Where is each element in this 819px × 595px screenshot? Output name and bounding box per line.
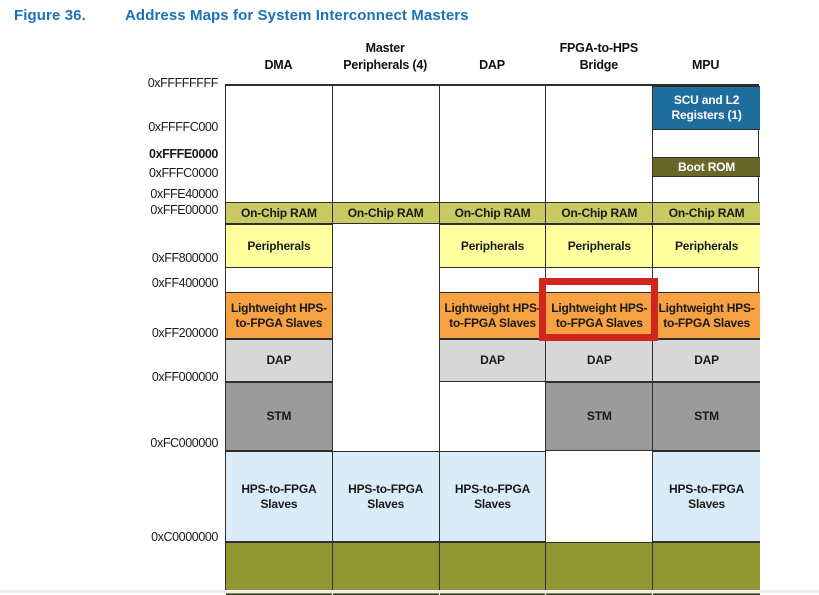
figure-number: Figure 36.	[14, 7, 86, 24]
cell-dma-lightweight-hps-to-fpga-slaves: Lightweight HPS- to-FPGA Slaves	[226, 292, 332, 339]
cell-mpu-on-chip-ram: On-Chip RAM	[653, 202, 760, 224]
cell-dma-on-chip-ram: On-Chip RAM	[226, 202, 332, 224]
cell-mpu-hps-to-fpga-slaves: HPS-to-FPGA Slaves	[653, 451, 760, 542]
cell-fpga-to-hps-bridge-stm: STM	[546, 382, 653, 451]
address-label-0xc0000000: 0xC0000000	[151, 530, 218, 544]
cell-dma-sdram-region	[226, 542, 332, 595]
address-label-0xffffc000: 0xFFFFC000	[148, 120, 218, 134]
cell-mpu-dap: DAP	[653, 339, 760, 382]
address-labels: 0xFFFFFFFF 0xFFFFC000 0xFFFE0000 0xFFFC0000…	[0, 0, 219, 593]
cell-master-peripherals-hps-to-fpga-slaves: HPS-to-FPGA Slaves	[332, 451, 439, 542]
cell-fpga-to-hps-bridge-lightweight-hps-to-fpga-slaves: Lightweight HPS- to-FPGA Slaves	[546, 292, 653, 339]
cell-dap-sdram-region	[439, 542, 546, 595]
address-label-0xff200000: 0xFF200000	[151, 326, 219, 340]
map-column-mpu: SCU and L2 Registers (1) Boot ROM On-Chip …	[653, 86, 760, 595]
cell-mpu-boot-rom: Boot ROM	[653, 157, 760, 177]
address-label-0xfffe0000: 0xFFFE0000	[149, 147, 218, 161]
figure-title: Figure 36. Address Maps for System Interc…	[14, 7, 469, 24]
figure-title-text: Address Maps for System Interconnect Mas…	[125, 7, 469, 24]
cell-master-peripherals-sdram-region	[332, 542, 439, 595]
address-label-0xffffffff: 0xFFFFFFFF	[147, 76, 219, 90]
cell-dap-on-chip-ram: On-Chip RAM	[439, 202, 546, 224]
cell-dap-dap: DAP	[439, 339, 546, 382]
cell-fpga-to-hps-bridge-on-chip-ram: On-Chip RAM	[546, 202, 653, 224]
address-label-0xff000000: 0xFF000000	[151, 370, 219, 384]
address-label-0xffe40000: 0xFFE40000	[150, 187, 218, 201]
address-label-0xfc000000: 0xFC000000	[150, 436, 218, 450]
address-label-0xff800000: 0xFF800000	[151, 251, 219, 265]
map-column-master-peripherals: On-Chip RAM HPS-to-FPGA Slaves	[332, 86, 440, 595]
cell-fpga-to-hps-bridge-dap: DAP	[546, 339, 653, 382]
cell-dma-peripherals: Peripherals	[226, 224, 332, 268]
cell-dma-hps-to-fpga-slaves: HPS-to-FPGA Slaves	[226, 451, 332, 542]
column-header-master-peripherals: Master Peripherals (4)	[343, 41, 428, 72]
cell-mpu-lightweight-hps-to-fpga-slaves: Lightweight HPS- to-FPGA Slaves	[653, 292, 760, 339]
address-label-0xff400000: 0xFF400000	[151, 276, 219, 290]
cell-dap-lightweight-hps-to-fpga-slaves: Lightweight HPS- to-FPGA Slaves	[439, 292, 546, 339]
address-label-0xffe00000: 0xFFE00000	[150, 203, 218, 217]
cell-mpu-scu-and-l2-registers-1: SCU and L2 Registers (1)	[653, 86, 760, 130]
column-headers: DMA Master Peripherals (4) DAP FPGA-to-HPS …	[225, 38, 759, 75]
column-header-dma: DMA	[264, 58, 293, 72]
cell-fpga-to-hps-bridge-peripherals: Peripherals	[546, 224, 653, 268]
column-header-fpga-to-hps-bridge: FPGA-to-HPS Bridge	[559, 41, 639, 72]
cell-mpu-peripherals: Peripherals	[653, 224, 760, 268]
cell-dma-stm: STM	[226, 382, 332, 451]
cell-dap-peripherals: Peripherals	[439, 224, 546, 268]
address-label-0xfffc0000: 0xFFFC0000	[149, 166, 218, 180]
cell-mpu-stm: STM	[653, 382, 760, 451]
cell-fpga-to-hps-bridge-sdram-region	[546, 542, 653, 595]
column-header-dap: DAP	[479, 58, 505, 72]
page-bottom-edge	[0, 590, 819, 593]
cell-dma-dap: DAP	[226, 339, 332, 382]
column-header-mpu: MPU	[691, 58, 720, 72]
cell-mpu-sdram-region	[653, 542, 760, 595]
cell-master-peripherals-on-chip-ram: On-Chip RAM	[332, 202, 439, 224]
cell-dap-hps-to-fpga-slaves: HPS-to-FPGA Slaves	[439, 451, 546, 542]
